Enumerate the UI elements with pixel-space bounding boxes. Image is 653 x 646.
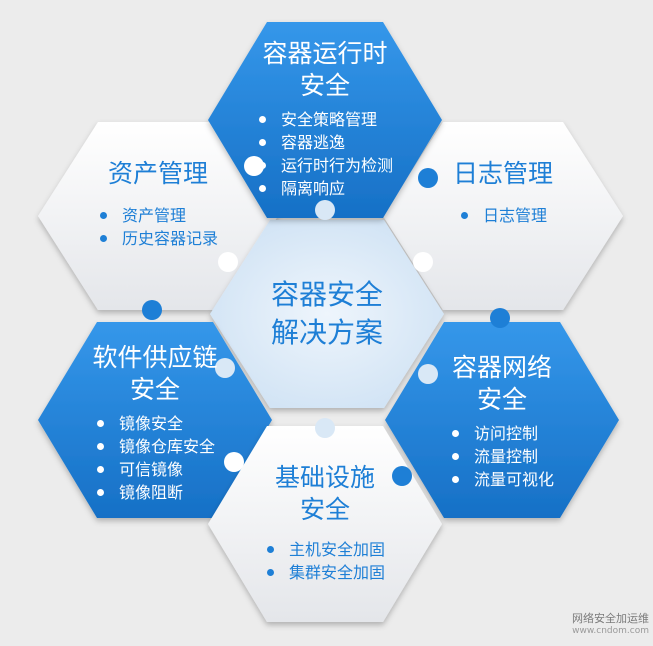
hex-asset	[38, 122, 278, 310]
watermark-sub: www.cndom.com	[572, 626, 649, 636]
list-item: 流量可视化	[450, 468, 554, 491]
bullet-icon	[258, 185, 266, 192]
hex-network-content: 容器网络 安全 访问控制 流量控制 流量可视化	[405, 352, 599, 491]
center-title-line2: 解决方案	[270, 316, 383, 349]
hex-network-title-line1: 容器网络	[451, 353, 552, 382]
bullet-icon	[258, 116, 266, 123]
hex-supply-title: 软件供应链 安全	[92, 342, 217, 406]
hex-asset-content: 资产管理 资产管理 历史容器记录	[68, 158, 248, 250]
hex-infra-title-line2: 安全	[299, 495, 350, 524]
bullet-icon	[96, 489, 104, 496]
hex-runtime-title-line2: 安全	[299, 71, 350, 100]
hex-supply-content: 软件供应链 安全 镜像安全 镜像仓库安全 可信镜像 镜像阻断	[58, 342, 252, 504]
watermark-text: 网络安全加运维	[572, 612, 649, 625]
bullet-icon	[96, 466, 104, 473]
bullet-icon	[99, 235, 107, 242]
hex-log-title-line1: 日志管理	[452, 159, 553, 188]
hex-supply-title-line1: 软件供应链	[92, 343, 218, 372]
connector-network-infra	[392, 466, 412, 486]
hex-supply-list: 镜像安全 镜像仓库安全 可信镜像 镜像阻断	[95, 412, 215, 504]
hex-infra-title: 基础设施 安全	[275, 462, 375, 526]
hex-log-title: 日志管理	[453, 158, 553, 190]
list-item: 隔离响应	[257, 177, 393, 200]
connector-asset-center	[218, 252, 238, 272]
hex-asset-title: 资产管理	[108, 158, 208, 190]
hex-asset-title-line1: 资产管理	[107, 159, 208, 188]
hex-infra-content: 基础设施 安全 主机安全加固 集群安全加固	[228, 462, 422, 584]
hex-infra	[208, 426, 442, 622]
hex-runtime	[208, 22, 442, 218]
bullet-icon	[451, 476, 459, 483]
list-item: 可信镜像	[95, 458, 215, 481]
list-item: 日志管理	[459, 204, 547, 227]
bullet-icon	[266, 546, 274, 553]
hex-runtime-title-line1: 容器运行时	[262, 39, 388, 68]
bullet-icon	[96, 443, 104, 450]
connector-asset-supply	[142, 300, 162, 320]
bullet-icon	[99, 212, 107, 219]
connector-runtime-asset	[244, 156, 264, 176]
list-item: 容器逃逸	[257, 131, 393, 154]
hex-runtime-title: 容器运行时 安全	[262, 38, 387, 102]
connector-supply-infra	[224, 452, 244, 472]
list-item: 镜像仓库安全	[95, 435, 215, 458]
connector-center-supply	[215, 358, 235, 378]
list-item: 运行时行为检测	[257, 154, 393, 177]
hex-network	[385, 322, 619, 518]
hex-log	[383, 122, 623, 310]
center-title: 容器安全 解决方案	[240, 276, 414, 352]
list-item: 流量控制	[450, 445, 554, 468]
connector-log-network	[490, 308, 510, 328]
watermark: 网络安全加运维 www.cndom.com	[572, 612, 649, 638]
bullet-icon	[258, 162, 266, 169]
hex-runtime-list: 安全策略管理 容器逃逸 运行时行为检测 隔离响应	[257, 108, 393, 200]
connector-center-network	[418, 364, 438, 384]
connector-log-center	[413, 252, 433, 272]
list-item: 镜像安全	[95, 412, 215, 435]
hex-log-content: 日志管理 日志管理	[413, 158, 593, 227]
connector-center-infra	[315, 418, 335, 438]
list-item: 主机安全加固	[265, 538, 385, 561]
center-title-line1: 容器安全	[270, 278, 383, 311]
hex-infra-list: 主机安全加固 集群安全加固	[265, 538, 385, 584]
connector-runtime-center	[315, 200, 335, 220]
bullet-icon	[451, 430, 459, 437]
hex-network-title: 容器网络 安全	[452, 352, 552, 416]
hex-supply	[38, 322, 272, 518]
bullet-icon	[451, 453, 459, 460]
bullet-icon	[460, 212, 468, 219]
hex-log-list: 日志管理	[459, 204, 547, 227]
list-item: 镜像阻断	[95, 481, 215, 504]
hex-supply-title-line2: 安全	[129, 375, 180, 404]
hex-network-title-line2: 安全	[476, 385, 527, 414]
bullet-icon	[96, 420, 104, 427]
list-item: 历史容器记录	[98, 227, 218, 250]
hex-network-list: 访问控制 流量控制 流量可视化	[450, 422, 554, 491]
bullet-icon	[258, 139, 266, 146]
list-item: 访问控制	[450, 422, 554, 445]
connector-runtime-log	[418, 168, 438, 188]
hex-asset-list: 资产管理 历史容器记录	[98, 204, 218, 250]
hex-runtime-content: 容器运行时 安全 安全策略管理 容器逃逸 运行时行为检测 隔离响应	[228, 38, 422, 200]
list-item: 资产管理	[98, 204, 218, 227]
hex-center	[210, 220, 444, 408]
bullet-icon	[266, 569, 274, 576]
list-item: 集群安全加固	[265, 561, 385, 584]
list-item: 安全策略管理	[257, 108, 393, 131]
hex-infra-title-line1: 基础设施	[274, 463, 375, 492]
